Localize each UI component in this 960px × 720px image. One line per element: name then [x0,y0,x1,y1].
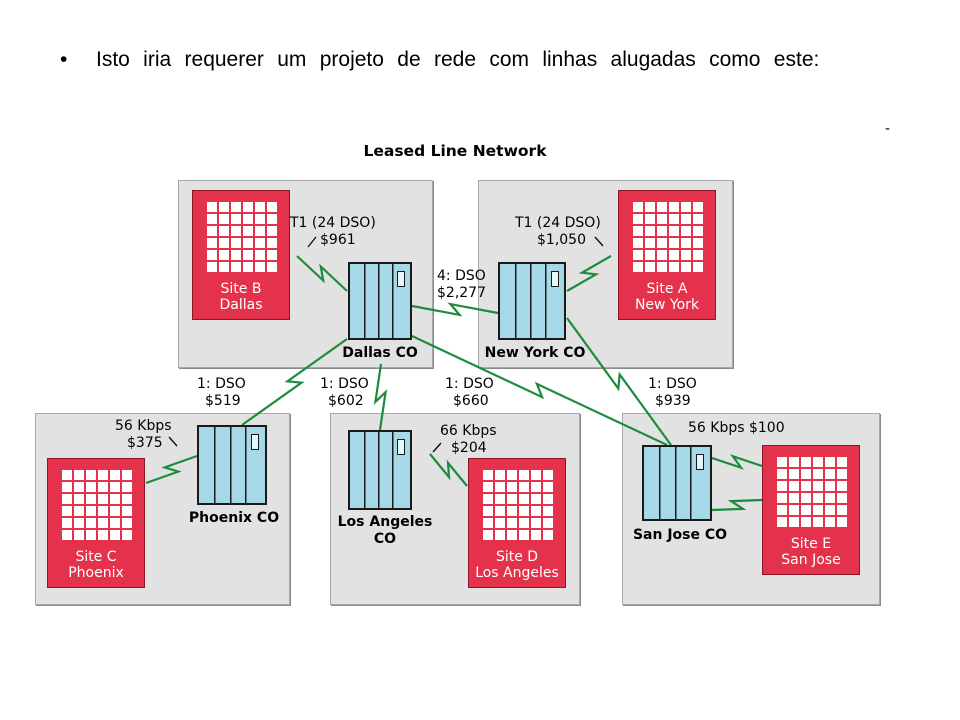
site-b-city: Dallas [219,297,263,313]
link-type-dallas-new-york: 4: DSO [437,268,486,284]
site-b-name: Site B [220,281,262,297]
window-grid [631,200,705,274]
site-d-building-icon: Site D Los Angeles [468,458,566,588]
diagram-title: Leased Line Network [363,142,547,160]
new-york-co-label: New York CO [484,345,586,361]
phoenix-co-switch-icon [197,425,267,505]
site-e-city: San Jose [781,552,841,568]
link-line-dallas-phoenix [241,338,348,426]
link-line-site-b-dallas [296,255,348,292]
switch-indicator [550,271,559,287]
link-type-site-b-dallas: T1 (24 DSO) [290,215,376,231]
site-c-name: Site C [75,549,117,565]
site-c-city: Phoenix [68,565,124,581]
bullet-symbol: • [60,48,68,71]
link-line-phoenix-site-c [145,454,198,485]
link-type-san-jose-site-e: 56 Kbps [688,420,745,436]
site-a-city: New York [634,297,700,313]
link-label-san-jose-site-e: 56 Kbps $100 [688,420,785,437]
site-e-name: Site E [790,536,832,552]
san-jose-co-switch-icon [642,445,712,521]
link-type-phoenix-site-c: 56 Kbps [115,418,172,434]
link-type-site-a-new-york: T1 (24 DSO) [515,215,601,231]
link-cost-dallas-san-jose: $660 [453,393,489,409]
link-cost-new-york-san-jose: $939 [655,393,691,409]
link-cost-phoenix-site-c: $375 [127,435,163,451]
link-cost-dallas-new-york: $2,277 [437,285,486,301]
label-pointer-tick [168,436,178,447]
los-angeles-co-label-line1: Los Angeles [337,514,433,530]
site-e-building-icon: Site E San Jose [762,445,860,575]
link-line-site-a-new-york [566,255,612,292]
label-pointer-tick [307,236,317,248]
link-cost-dallas-los-angeles: $602 [328,393,364,409]
label-pointer-tick [432,442,442,453]
window-grid [60,468,134,542]
site-b-building-icon: Site B Dallas [192,190,290,320]
link-line-new-york-san-jose [566,317,672,446]
link-type-dallas-phoenix: 1: DSO [197,376,246,392]
label-pointer-tick [594,236,604,247]
bullet-text: Isto iria requerer um projeto de rede co… [96,48,820,71]
window-grid [205,200,279,274]
link-cost-los-angeles-site-d: $204 [451,440,487,456]
window-grid [481,468,555,542]
link-line-san-jose-site-e-lower [711,498,763,512]
link-type-dallas-los-angeles: 1: DSO [320,376,369,392]
link-line-los-angeles-site-d [429,453,468,487]
link-type-los-angeles-site-d: 66 Kbps [440,423,497,439]
los-angeles-co-label-line2: CO [373,531,397,547]
corner-dash: - [885,120,890,137]
site-d-name: Site D [495,549,539,565]
phoenix-co-label: Phoenix CO [188,510,280,526]
switch-indicator [397,439,406,455]
link-cost-dallas-phoenix: $519 [205,393,241,409]
link-type-dallas-san-jose: 1: DSO [445,376,494,392]
link-cost-san-jose-site-e: $100 [748,420,785,436]
los-angeles-co-switch-icon [348,430,412,510]
link-cost-site-b-dallas: $961 [320,232,356,248]
link-line-dallas-new-york [411,302,499,317]
link-type-new-york-san-jose: 1: DSO [648,376,697,392]
site-a-building-icon: Site A New York [618,190,716,320]
dallas-co-switch-icon [348,262,412,340]
san-jose-co-label: San Jose CO [632,527,728,543]
switch-indicator [397,271,406,287]
link-line-dallas-san-jose [411,335,668,446]
new-york-co-switch-icon [498,262,566,340]
link-cost-site-a-new-york: $1,050 [537,232,586,248]
link-line-dallas-los-angeles [373,363,388,431]
dallas-co-label: Dallas CO [342,345,418,361]
switch-indicator [696,454,705,470]
window-grid [775,455,849,529]
link-line-san-jose-site-e-upper [711,454,763,470]
site-c-building-icon: Site C Phoenix [47,458,145,588]
site-d-city: Los Angeles [475,565,559,581]
switch-indicator [251,434,260,450]
site-a-name: Site A [646,281,688,297]
